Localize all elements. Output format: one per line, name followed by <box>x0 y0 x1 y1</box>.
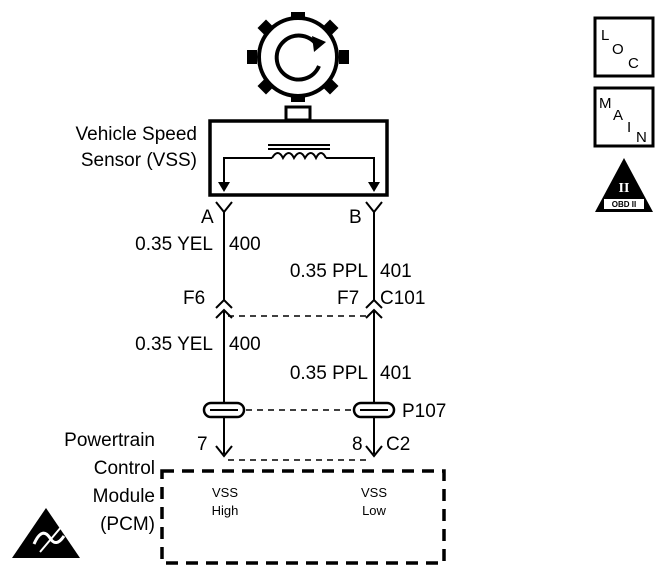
sensor-name-line1: Vehicle Speed <box>76 124 198 145</box>
main-icon: M A I N <box>593 86 655 148</box>
pin-a-connector <box>215 201 233 214</box>
pin-a-label: A <box>201 207 214 228</box>
wire-401-upper-color: 0.35 PPL <box>290 261 368 282</box>
vss-low-line1: VSS <box>361 485 387 500</box>
sensor-tip <box>284 105 312 122</box>
pin-b-label: B <box>349 207 362 228</box>
sensor-coil-icon <box>218 144 380 192</box>
wire-401-lower-color: 0.35 PPL <box>290 363 368 384</box>
svg-text:C: C <box>628 55 639 72</box>
c101-label: C101 <box>380 288 425 309</box>
wire-400-lower-color: 0.35 YEL <box>135 334 213 355</box>
vss-high-line2: High <box>212 503 239 518</box>
pin-7-connector <box>215 445 233 458</box>
wire-400-upper-circuit: 400 <box>229 234 261 255</box>
f6-label: F6 <box>183 288 205 309</box>
pin-8-connector <box>365 445 383 458</box>
svg-text:O: O <box>612 41 624 58</box>
wire-401-upper-circuit: 401 <box>380 261 412 282</box>
pcm-box <box>160 469 446 565</box>
f6-connector <box>215 298 233 309</box>
svg-text:I: I <box>627 119 631 136</box>
p107-passthrough <box>202 401 396 419</box>
vss-high-line1: VSS <box>212 485 238 500</box>
svg-text:N: N <box>636 129 647 146</box>
svg-text:A: A <box>613 107 623 124</box>
c2-label: C2 <box>386 434 410 455</box>
p107-label: P107 <box>402 401 446 422</box>
pcm-name-line4: (PCM) <box>100 514 155 535</box>
f7-label: F7 <box>337 288 359 309</box>
f7-connector <box>365 298 383 309</box>
pcm-name-line3: Module <box>93 486 155 507</box>
svg-text:L: L <box>601 27 609 44</box>
wire-400-upper-color: 0.35 YEL <box>135 234 213 255</box>
reluctor-wheel-icon <box>247 12 349 102</box>
obd-ii-icon: II OBD II <box>595 158 653 212</box>
wire-400-lower-circuit: 400 <box>229 334 261 355</box>
pcm-name-line2: Control <box>94 458 155 479</box>
loc-icon: L O C <box>593 16 655 78</box>
pcm-name-line1: Powertrain <box>64 430 155 451</box>
pin-8-label: 8 <box>352 434 363 455</box>
esd-warning-icon <box>12 508 80 558</box>
pin-7-label: 7 <box>197 434 208 455</box>
sensor-name-line2: Sensor (VSS) <box>81 150 197 171</box>
vss-low-line2: Low <box>362 503 386 518</box>
svg-text:M: M <box>599 95 612 112</box>
pin-b-connector <box>365 201 383 214</box>
wire-401-lower-circuit: 401 <box>380 363 412 384</box>
svg-text:OBD II: OBD II <box>612 200 636 209</box>
svg-text:II: II <box>619 181 630 196</box>
